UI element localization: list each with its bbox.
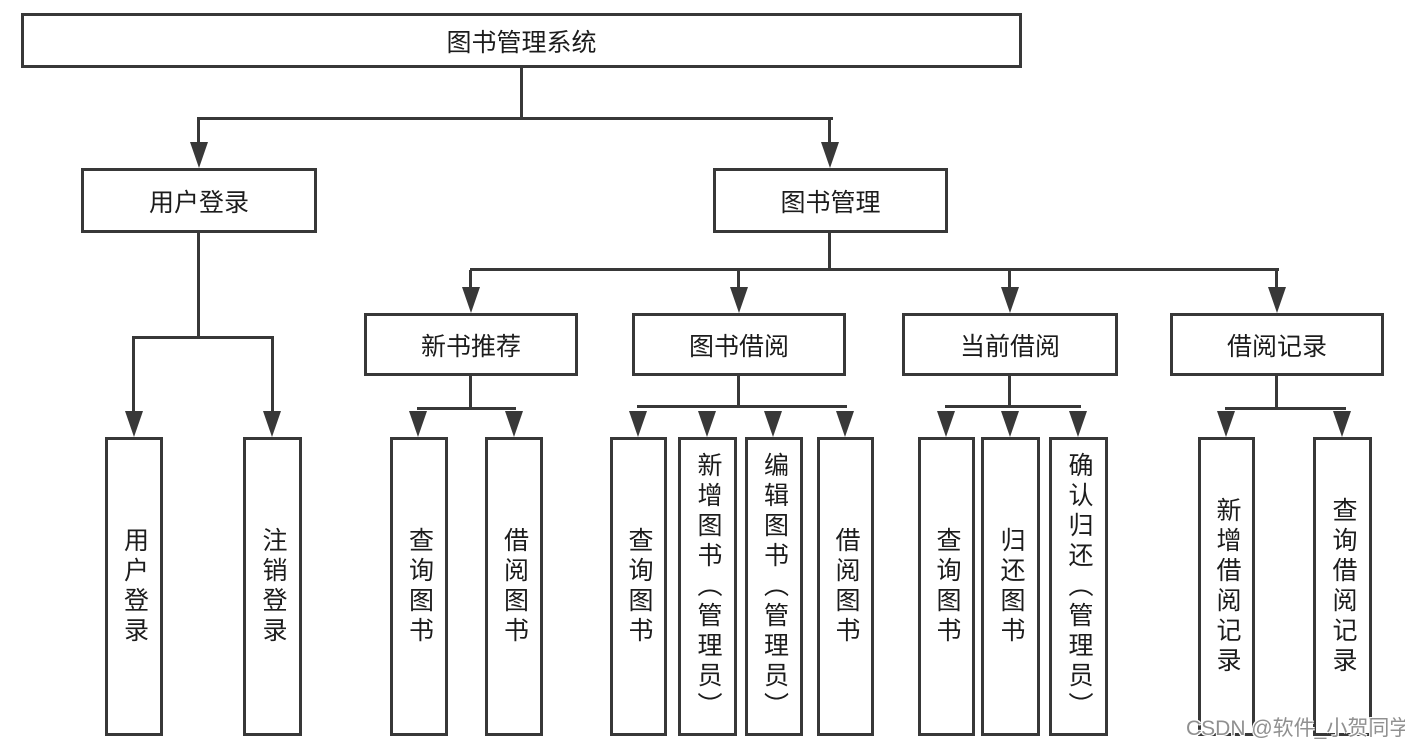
arrow-to-leaf-user-login [125, 411, 143, 437]
connector-root-left-drop [197, 117, 200, 147]
connector-borrowing-hbar [637, 405, 847, 408]
arrow-to-leaf-logout [263, 411, 281, 437]
connector-userlogin-right-drop [271, 336, 274, 413]
connector-current-hbar [945, 405, 1081, 408]
node-user-login: 用户登录 [81, 168, 317, 233]
leaf-query-books-current: 查询图书 [918, 437, 975, 736]
connector-newbook-stem [469, 376, 472, 407]
connector-userlogin-stem [197, 233, 200, 336]
connector-borrowing-stem [737, 376, 740, 405]
arrow-to-leaf-edit-books-admin [764, 411, 782, 437]
leaf-edit-books-admin: 编辑图书（管理员） [745, 437, 803, 736]
leaf-user-login: 用户登录 [105, 437, 163, 736]
arrow-to-leaf-add-borrow-record [1217, 411, 1235, 437]
leaf-return-books: 归还图书 [981, 437, 1040, 736]
node-book-borrowing: 图书借阅 [632, 313, 846, 376]
csdn-watermark: CSDN @软件_小贺同学 [1186, 717, 1405, 740]
leaf-add-books-admin: 新增图书（管理员） [678, 437, 737, 736]
arrow-to-leaf-add-books-admin [698, 411, 716, 437]
node-book-management: 图书管理 [713, 168, 948, 233]
arrow-to-leaf-query-books-borrow [629, 411, 647, 437]
connector-newbook-hbar [417, 407, 516, 410]
connector-bookmgmt-drop-3 [1008, 270, 1011, 290]
connector-userlogin-left-drop [132, 336, 135, 413]
connector-bookmgmt-hbar [470, 268, 1279, 271]
leaf-query-books-borrow: 查询图书 [610, 437, 667, 736]
leaf-logout: 注销登录 [243, 437, 302, 736]
arrow-to-current-borrowing [1001, 287, 1019, 313]
arrow-to-borrowing-records [1268, 287, 1286, 313]
leaf-query-books-newbook: 查询图书 [390, 437, 448, 736]
leaf-borrow-books-borrow: 借阅图书 [817, 437, 874, 736]
leaf-confirm-return-admin: 确认归还（管理员） [1049, 437, 1108, 736]
leaf-borrow-books-newbook: 借阅图书 [485, 437, 543, 736]
connector-records-stem [1275, 376, 1278, 407]
arrow-to-leaf-query-books-current [937, 411, 955, 437]
arrow-to-leaf-query-borrow-record [1333, 411, 1351, 437]
arrow-to-leaf-borrow-books-borrow [836, 411, 854, 437]
arrow-to-leaf-return-books [1001, 411, 1019, 437]
connector-bookmgmt-stem [828, 233, 831, 268]
node-new-book-recommend: 新书推荐 [364, 313, 578, 376]
node-root-library-system: 图书管理系统 [21, 13, 1022, 68]
leaf-query-borrow-record: 查询借阅记录 [1313, 437, 1372, 736]
arrow-to-user-login [190, 142, 208, 168]
node-borrowing-records: 借阅记录 [1170, 313, 1384, 376]
arrow-to-new-book-recommend [462, 287, 480, 313]
arrow-to-book-management [821, 142, 839, 168]
connector-records-hbar [1225, 407, 1346, 410]
connector-current-stem [1008, 376, 1011, 405]
arrow-to-leaf-borrow-books-newbook [505, 411, 523, 437]
node-current-borrowing: 当前借阅 [902, 313, 1118, 376]
connector-root-stem [520, 68, 523, 117]
connector-root-hbar [197, 117, 833, 120]
arrow-to-book-borrowing [730, 287, 748, 313]
connector-bookmgmt-drop-2 [737, 270, 740, 290]
connector-bookmgmt-drop-1 [469, 270, 472, 290]
connector-bookmgmt-drop-4 [1275, 270, 1278, 290]
leaf-add-borrow-record: 新增借阅记录 [1198, 437, 1255, 736]
arrow-to-leaf-query-books-newbook [409, 411, 427, 437]
connector-userlogin-hbar [132, 336, 274, 339]
connector-root-right-drop [828, 117, 831, 147]
arrow-to-leaf-confirm-return-admin [1069, 411, 1087, 437]
